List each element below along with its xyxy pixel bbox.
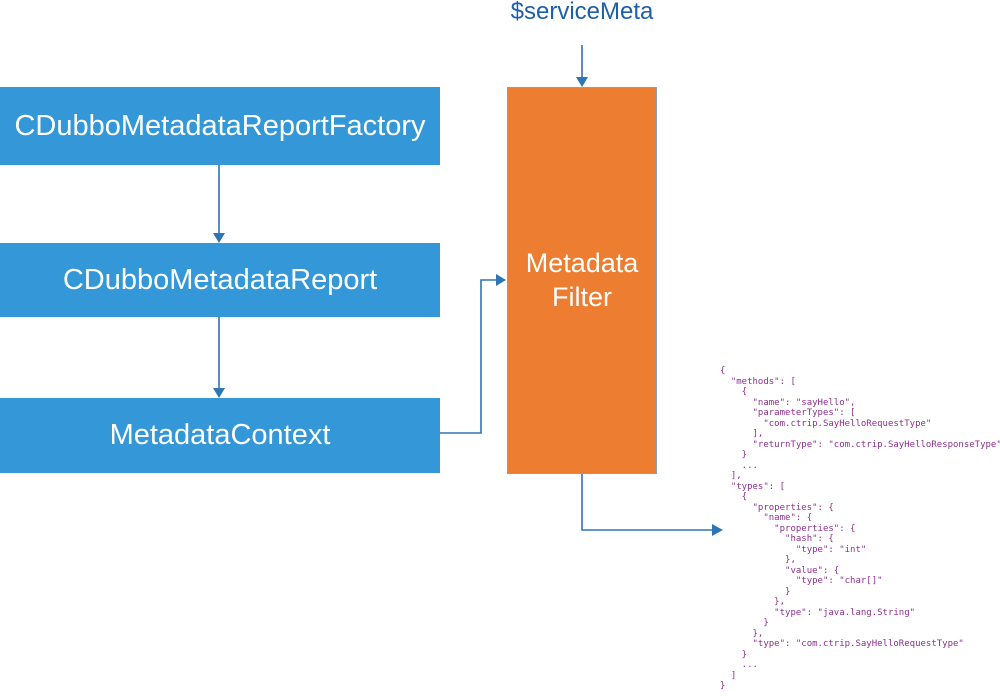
- arrow-filter-to-json: [581, 474, 723, 536]
- service-meta-label: $serviceMeta: [510, 0, 654, 25]
- box-filter-label: Metadata Filter: [525, 247, 639, 312]
- arrow-context-to-filter: [440, 274, 506, 434]
- arrow-factory-to-report: [213, 165, 225, 243]
- box-metadata-context: MetadataContext: [0, 398, 440, 473]
- json-snippet: { "methods": [ { "name": "sayHello", "pa…: [720, 366, 1000, 691]
- box-factory-label: CDubboMetadataReportFactory: [14, 109, 426, 142]
- box-report-label: CDubboMetadataReport: [62, 263, 378, 296]
- arrow-report-to-context: [213, 317, 225, 398]
- arrow-servicemeta-to-filter: [576, 45, 588, 87]
- box-cdubbo-metadata-report: CDubboMetadataReport: [0, 243, 440, 317]
- box-cdubbo-metadata-report-factory: CDubboMetadataReportFactory: [0, 87, 440, 165]
- box-context-label: MetadataContext: [109, 419, 331, 451]
- box-metadata-filter: Metadata Filter: [507, 87, 657, 474]
